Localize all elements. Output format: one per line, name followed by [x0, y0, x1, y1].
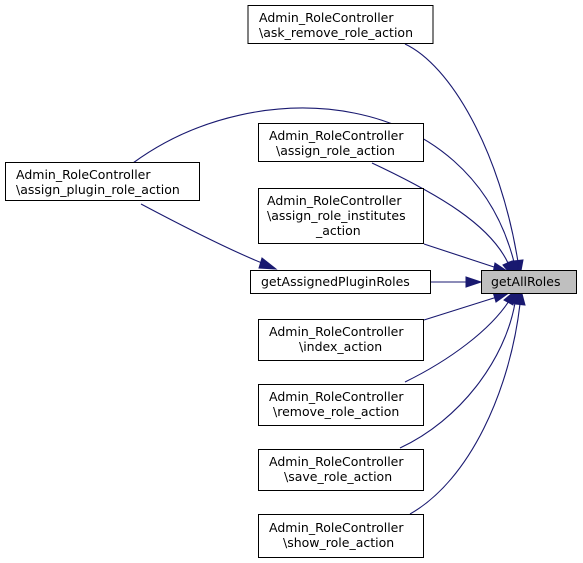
- node-show-role-action[interactable]: Admin_RoleController \show_role_action: [258, 514, 424, 558]
- node-assign-role-institutes-action[interactable]: Admin_RoleController \assign_role_instit…: [258, 188, 424, 244]
- node-get-assigned-plugin-roles[interactable]: getAssignedPluginRoles: [250, 270, 431, 294]
- node-label-line: Admin_RoleController: [259, 10, 394, 25]
- edge-get-assigned-to-get-all-roles: [430, 276, 483, 288]
- node-ask-remove-role-action[interactable]: Admin_RoleController \ask_remove_role_ac…: [247, 5, 434, 44]
- node-label-line: \assign_plugin_role_action: [16, 182, 180, 197]
- node-label-line: getAssignedPluginRoles: [261, 274, 410, 289]
- node-get-all-roles[interactable]: getAllRoles: [481, 270, 577, 294]
- node-label-line: \save_role_action: [284, 469, 392, 484]
- node-label-line: Admin_RoleController: [267, 193, 402, 208]
- node-label-line: getAllRoles: [491, 274, 560, 289]
- edge-assign-plugin-to-get-assigned: [140, 203, 278, 270]
- node-label-line: Admin_RoleController: [16, 167, 151, 182]
- node-label-line: \ask_remove_role_action: [259, 25, 413, 40]
- node-remove-role-action[interactable]: Admin_RoleController \remove_role_action: [258, 384, 424, 426]
- node-label-line: \assign_role_action: [276, 143, 395, 158]
- node-label-line: \show_role_action: [283, 535, 394, 550]
- edge-show-to-get-all-roles: [409, 288, 526, 515]
- node-label-line: Admin_RoleController: [269, 520, 404, 535]
- node-label-line: Admin_RoleController: [269, 324, 404, 339]
- node-label-line: \index_action: [299, 339, 382, 354]
- node-label-line: Admin_RoleController: [269, 128, 404, 143]
- node-label-line: \remove_role_action: [273, 404, 399, 419]
- node-save-role-action[interactable]: Admin_RoleController \save_role_action: [258, 449, 424, 491]
- node-label-line: \assign_role_institutes: [267, 208, 406, 223]
- node-assign-role-action[interactable]: Admin_RoleController \assign_role_action: [258, 123, 424, 162]
- node-assign-plugin-role-action[interactable]: Admin_RoleController \assign_plugin_role…: [5, 162, 200, 201]
- node-index-action[interactable]: Admin_RoleController \index_action: [258, 319, 424, 361]
- node-label-line: Admin_RoleController: [269, 454, 404, 469]
- edge-assign-institutes-to-get-all-roles: [423, 243, 512, 274]
- node-label-line: _action: [315, 223, 361, 238]
- node-label-line: Admin_RoleController: [269, 389, 404, 404]
